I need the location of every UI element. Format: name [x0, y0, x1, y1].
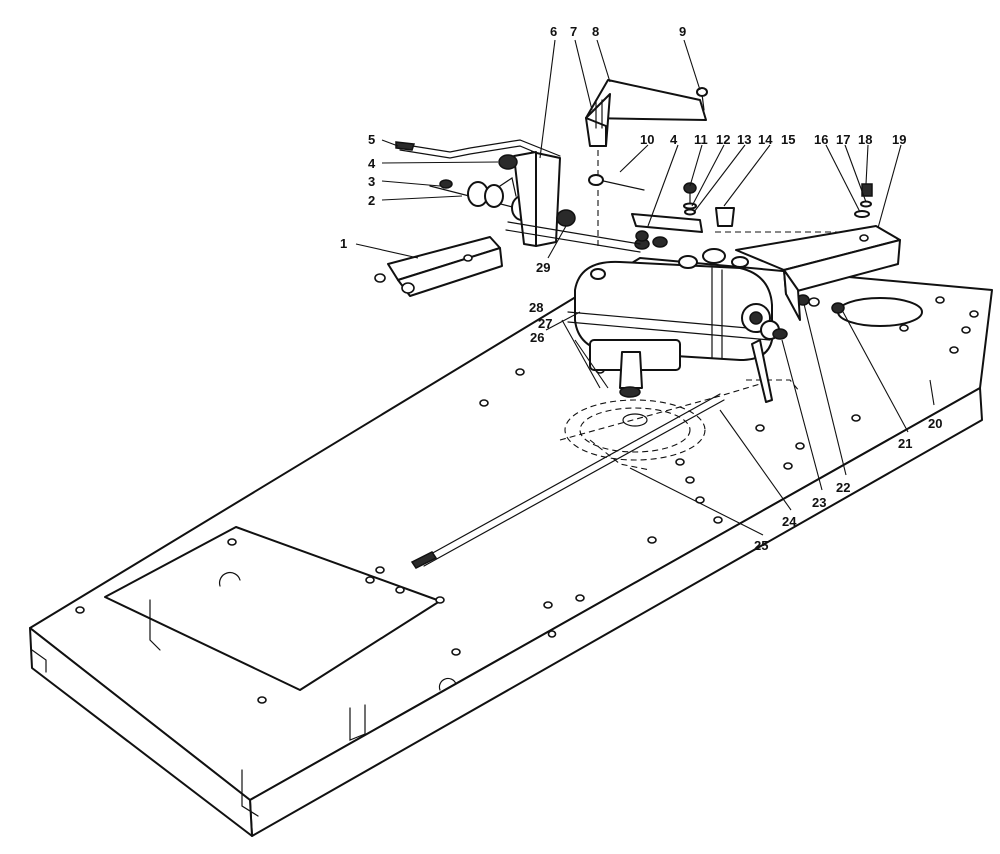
callout-22: 22	[836, 480, 850, 495]
top-bracket-8	[585, 79, 708, 147]
frame-chassis	[29, 257, 993, 837]
callout-28: 28	[529, 300, 543, 315]
callout-16: 16	[814, 132, 828, 147]
callout-21: 21	[898, 436, 912, 451]
callout-1: 1	[340, 236, 347, 251]
callout-20: 20	[928, 416, 942, 431]
leader-lines	[355, 39, 935, 536]
callout-19: 19	[892, 132, 906, 147]
callout-3: 3	[368, 174, 375, 189]
callout-18: 18	[858, 132, 872, 147]
callout-10: 10	[640, 132, 654, 147]
callout-26: 26	[530, 330, 544, 345]
callout-11: 11	[694, 132, 708, 147]
callout-13: 13	[737, 132, 751, 147]
right-bracket-19	[735, 183, 901, 321]
callout-2: 2	[368, 193, 375, 208]
callout-29: 29	[536, 260, 550, 275]
callout-12: 12	[716, 132, 730, 147]
callout-15: 15	[781, 132, 795, 147]
callout-4: 4	[368, 156, 376, 171]
callout-6: 6	[550, 24, 557, 39]
callout-7: 7	[570, 24, 577, 39]
callout-4b: 4	[670, 132, 678, 147]
callout-8: 8	[592, 24, 599, 39]
top-hardware	[631, 182, 735, 242]
callout-25: 25	[754, 538, 768, 553]
gearbox	[567, 236, 810, 403]
callout-17: 17	[836, 132, 850, 147]
callout-23: 23	[812, 495, 826, 510]
drive-rod	[410, 393, 725, 569]
left-linkage	[374, 139, 645, 297]
callout-14: 14	[758, 132, 773, 147]
callout-9: 9	[679, 24, 686, 39]
callout-27: 27	[538, 316, 552, 331]
callout-24: 24	[782, 514, 797, 529]
callout-5: 5	[368, 132, 375, 147]
callout-labels: 1 2 3 4 4 5 6 7 8 9 10 11 12 13 14 15 16…	[340, 24, 942, 553]
